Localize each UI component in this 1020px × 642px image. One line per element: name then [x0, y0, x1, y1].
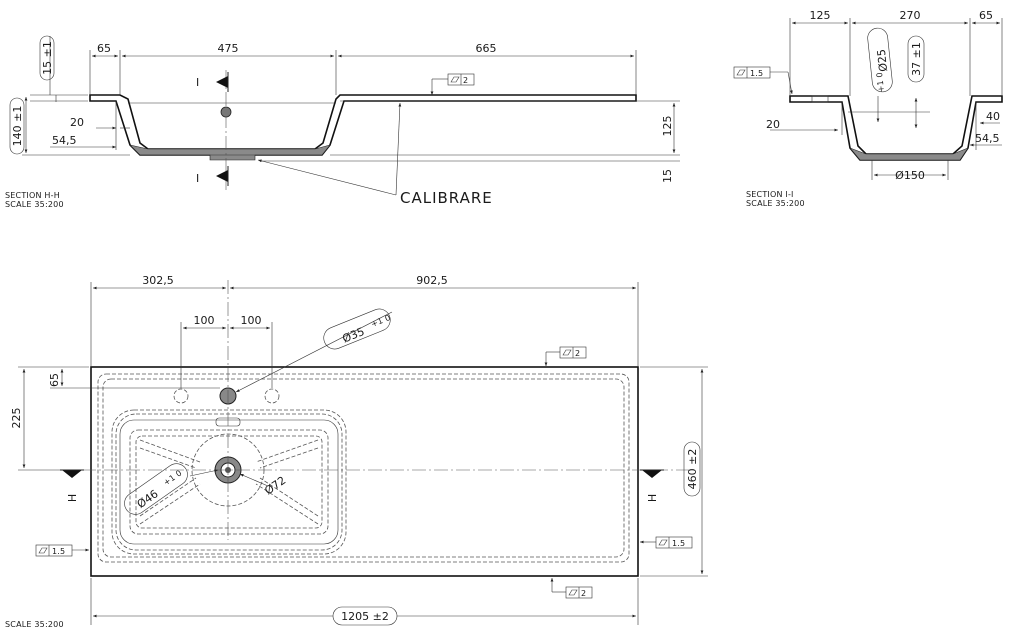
flatness-icon — [568, 589, 578, 596]
flatness-i-value: 1.5 — [750, 69, 763, 78]
cut-mark-bottom: I — [196, 172, 199, 185]
note-calibrare: CALIBRARE — [400, 189, 493, 207]
flatness-plan-left: 1.5 — [35, 544, 73, 557]
section-i-view: 125 270 65 Ø25 +1 0 37 ±1 20 40 54,5 Ø15… — [733, 9, 1003, 208]
dim-i-depth-box: 37 ±1 — [907, 35, 925, 83]
dim-i-wall-right: 40 — [986, 110, 1000, 123]
dim-h-bottom: 15 — [661, 169, 674, 183]
dim-i-left: 125 — [810, 9, 831, 22]
flatness-plan-top: 2 — [559, 346, 587, 359]
cut-arrow-bottom-icon — [216, 170, 228, 182]
section-h-profile — [89, 94, 637, 156]
dim-plan-waste-box: Ø46 +1 0 — [124, 463, 188, 515]
cut-arrow-right-icon — [642, 470, 662, 478]
dim-h-thickness: 15 ±1 — [41, 41, 54, 75]
tap-hole-alt-right — [264, 388, 280, 404]
dim-plan-width-box: 460 ±2 — [683, 441, 701, 497]
plan-view: 302,5 902,5 100 100 Ø35 +1 0 65 225 460 … — [5, 274, 708, 629]
flatness-h-value: 2 — [463, 76, 468, 85]
dim-h-height: 140 ±1 — [11, 106, 24, 147]
flatness-plan-bottom: 2 — [565, 586, 593, 599]
cut-arrow-left-icon — [62, 470, 82, 478]
flatness-icon — [658, 539, 668, 546]
flatness-plan-right: 1.5 — [655, 536, 693, 549]
plan-scale: SCALE 35:200 — [5, 620, 64, 629]
flatness-plan-bottom-value: 2 — [581, 589, 586, 598]
dim-h-height-box: 140 ±1 — [9, 97, 25, 155]
section-h-view: 65 475 665 15 ±1 140 ±1 20 54,5 125 15 — [5, 35, 680, 209]
cut-mark-right: H — [646, 494, 659, 502]
dim-i-hole-box: Ø25 +1 0 — [867, 27, 893, 93]
section-h-scale: SCALE 35:200 — [5, 200, 64, 209]
section-i-bottom-hatch — [849, 147, 969, 161]
plan-inner-edge — [97, 373, 630, 563]
dim-plan-length-box: 1205 ±2 — [332, 606, 398, 626]
dim-h-left: 65 — [97, 42, 111, 55]
dim-h-wall: 54,5 — [52, 134, 77, 147]
dim-plan-offset-b: 100 — [241, 314, 262, 327]
dim-h-inset: 20 — [70, 116, 84, 129]
flatness-h: 2 — [447, 73, 475, 86]
dim-i-hole-tol: +1 0 — [875, 72, 886, 93]
dim-i-wall: 54,5 — [975, 132, 1000, 145]
basin-outer — [111, 409, 347, 555]
flatness-icon — [736, 69, 746, 76]
dim-plan-waste-tol: +1 0 — [162, 468, 184, 487]
dim-i-mid: 270 — [900, 9, 921, 22]
dim-h-depth: 125 — [661, 116, 674, 137]
flatness-plan-top-value: 2 — [575, 349, 580, 358]
cut-mark-left: H — [66, 494, 79, 502]
dim-plan-drain: Ø72 — [262, 474, 288, 498]
dim-plan-edge-y: 65 — [48, 373, 61, 387]
section-h-title: SECTION H-H — [5, 191, 60, 200]
dim-plan-length: 1205 ±2 — [341, 610, 389, 623]
flatness-plan-left-value: 1.5 — [52, 547, 65, 556]
section-i-rim-detail — [811, 95, 829, 103]
flatness-icon — [450, 76, 460, 83]
tap-hole-alt-left — [173, 388, 189, 404]
flatness-icon — [38, 547, 48, 554]
section-i-profile — [789, 95, 1003, 161]
dim-i-right: 65 — [979, 9, 993, 22]
dim-plan-tap-hole-box: Ø35 +1 0 — [323, 308, 392, 350]
flatness-i: 1.5 — [733, 66, 771, 79]
dim-i-depth: 37 ±1 — [910, 42, 923, 76]
cut-mark-top: I — [196, 76, 199, 89]
dim-i-drain: Ø150 — [895, 169, 925, 182]
dim-plan-waste: Ø46 — [135, 487, 161, 511]
dim-i-hole: Ø25 — [875, 48, 890, 72]
basin-floor — [129, 429, 329, 535]
dim-plan-left: 302,5 — [142, 274, 174, 287]
cut-arrow-top-icon — [216, 76, 228, 88]
section-i-title: SECTION I-I — [746, 190, 794, 199]
flatness-plan-right-value: 1.5 — [672, 539, 685, 548]
dim-plan-center-y: 225 — [10, 408, 23, 429]
plan-outline — [90, 366, 639, 577]
dim-plan-offset-a: 100 — [194, 314, 215, 327]
dim-h-basin: 475 — [218, 42, 239, 55]
dim-plan-tap-hole-tol: +1 0 — [370, 313, 392, 329]
flatness-icon — [562, 349, 572, 356]
basin-rim — [119, 419, 339, 545]
section-h-bottom-hatch — [129, 144, 331, 161]
dim-i-inset: 20 — [766, 118, 780, 131]
dim-h-thickness-box: 15 ±1 — [39, 35, 55, 81]
dim-h-shelf: 665 — [476, 42, 497, 55]
section-i-scale: SCALE 35:200 — [746, 199, 805, 208]
dim-plan-right: 902,5 — [416, 274, 448, 287]
dim-plan-width: 460 ±2 — [686, 449, 699, 490]
